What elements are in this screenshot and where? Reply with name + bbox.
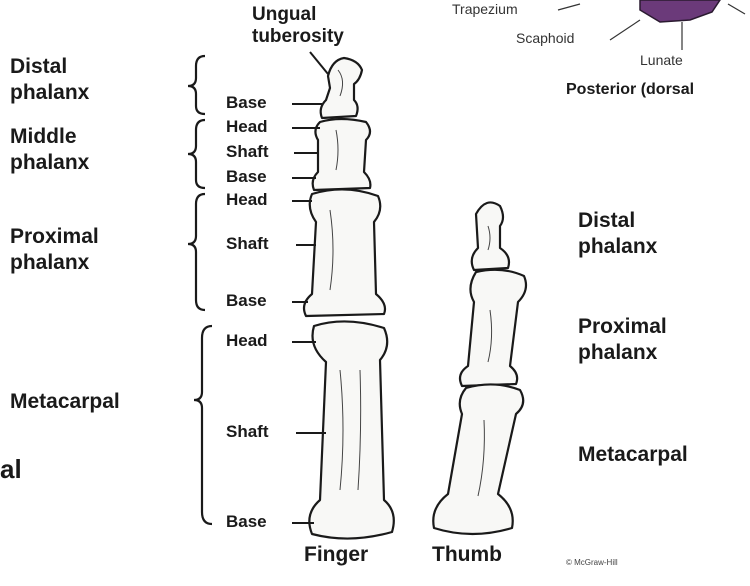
thumb-metacarpal-label: Metacarpal [578,443,688,466]
thumb-proximal-phalanx-label: Proximal phalanx [578,315,667,364]
thumb-shading [477,225,493,497]
finger-bones [302,56,395,540]
finger-distal-phalanx-label: Distal phalanx [10,55,90,104]
proximal-head-label: Head [226,190,268,209]
lunate-label: Lunate [640,52,683,68]
finger-shading [329,69,362,491]
finger-metacarpal-label: Metacarpal [10,390,120,413]
thumb-distal-phalanx-label: Distal phalanx [578,209,658,258]
wrist-leader-lines [557,3,746,50]
thumb-bones [432,201,528,536]
middle-head-label: Head [226,117,268,136]
metacarpal-shaft-label: Shaft [226,422,269,441]
copyright-notice: © McGraw-Hill [566,558,618,567]
middle-base-label: Base [226,167,267,186]
distal-base-label: Base [226,93,267,112]
finger-caption: Finger [304,543,369,566]
ungual-tuberosity-label: Ungual tuberosity [252,4,344,47]
trapezium-label: Trapezium [452,1,518,17]
left-edge-text-fragment: al [0,454,22,484]
proximal-base-label: Base [226,291,267,310]
scaphoid-label: Scaphoid [516,30,575,46]
finger-leader-lines [292,51,329,524]
posterior-view-label: Posterior (dorsal [566,81,695,98]
finger-proximal-phalanx-label: Proximal phalanx [10,225,99,274]
finger-middle-phalanx-label: Middle phalanx [10,125,90,174]
metacarpal-base-label: Base [226,512,267,531]
braces [187,54,213,526]
middle-shaft-label: Shaft [226,142,269,161]
wrist-bones-fragment [639,0,721,23]
proximal-shaft-label: Shaft [226,234,269,253]
metacarpal-head-label: Head [226,331,268,350]
thumb-caption: Thumb [432,543,502,566]
